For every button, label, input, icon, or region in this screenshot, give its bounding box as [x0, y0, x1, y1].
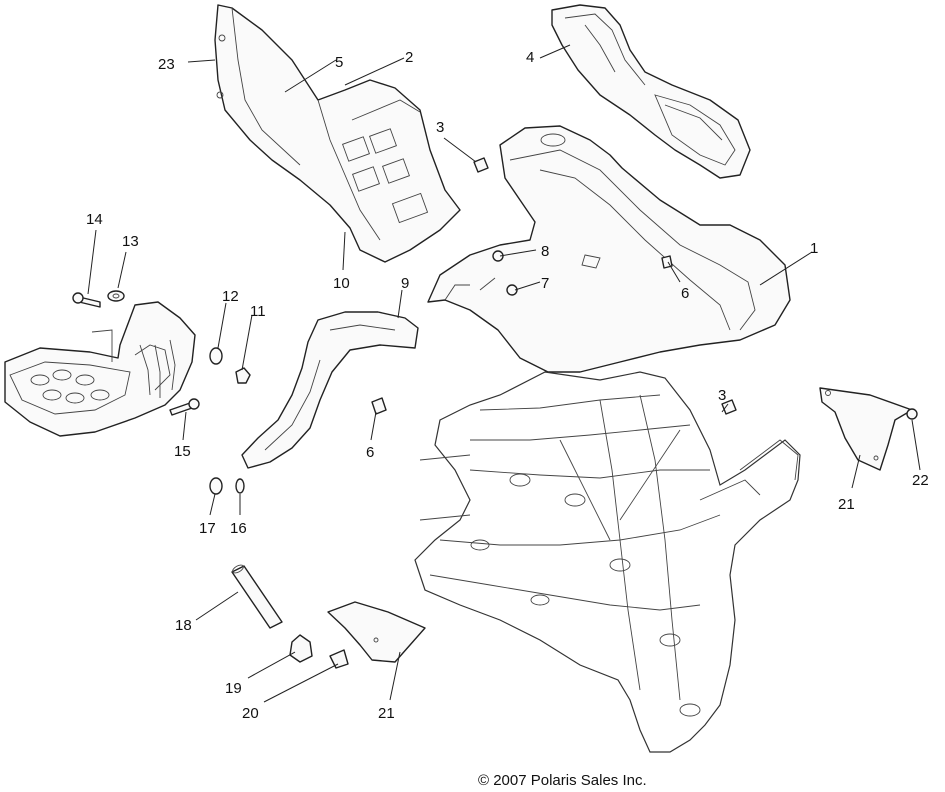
callout-20: 20 [242, 705, 259, 722]
callout-1: 1 [810, 240, 818, 257]
callout-18: 18 [175, 617, 192, 634]
callout-15: 15 [174, 443, 191, 460]
callout-14: 14 [86, 211, 103, 228]
callout-11: 11 [250, 303, 266, 320]
seat [551, 4, 751, 179]
callout-12: 12 [222, 288, 239, 305]
callout-17: 17 [199, 520, 216, 537]
callout-19: 19 [225, 680, 242, 697]
bracket-right [819, 387, 913, 471]
bracket-lower [327, 601, 426, 663]
callout-6-fender: 6 [681, 285, 689, 302]
callout-23: 23 [158, 56, 175, 73]
callout-6-middle: 6 [366, 444, 374, 461]
vehicle-frame [414, 371, 801, 753]
callout-22: 22 [912, 472, 929, 489]
callout-3-upper: 3 [436, 119, 444, 136]
heat-shield [241, 311, 419, 469]
callout-8: 8 [541, 243, 549, 260]
copyright-notice: © 2007 Polaris Sales Inc. [478, 772, 647, 789]
inner-fender-panel [214, 4, 461, 263]
leader-lines [87, 44, 921, 703]
callout-10: 10 [333, 275, 350, 292]
small-hardware [72, 157, 918, 669]
callout-numbers: 1 2 3 3 4 5 6 6 7 8 9 10 11 12 13 14 15 … [86, 49, 929, 722]
callout-9: 9 [401, 275, 409, 292]
callout-13: 13 [122, 233, 139, 250]
callout-3-lower: 3 [718, 387, 726, 404]
rear-fender [427, 125, 791, 373]
footrest [4, 301, 196, 437]
callout-4: 4 [526, 49, 534, 66]
callout-21-right: 21 [838, 496, 855, 513]
callout-5: 5 [335, 54, 343, 71]
callout-2: 2 [405, 49, 413, 66]
callout-21-lower: 21 [378, 705, 395, 722]
callout-16: 16 [230, 520, 247, 537]
callout-7: 7 [541, 275, 549, 292]
